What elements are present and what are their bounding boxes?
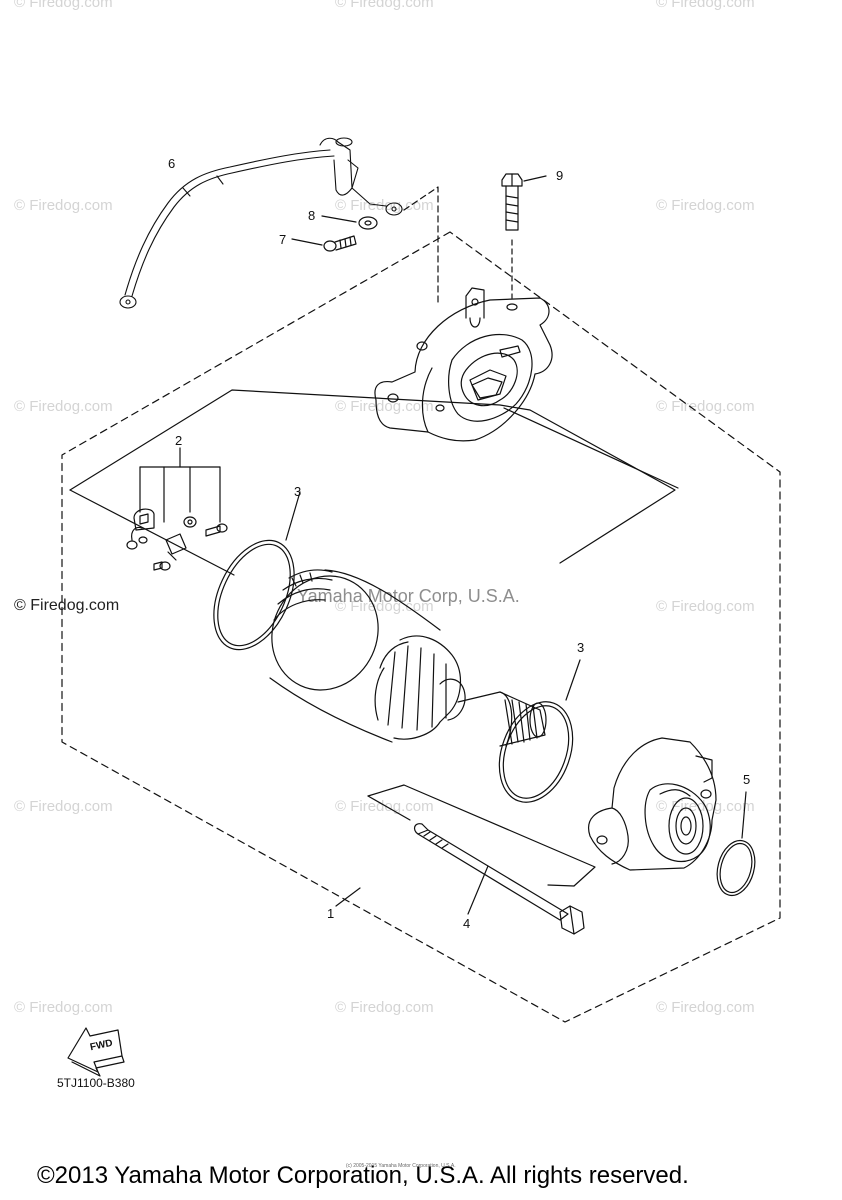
watermark: © Firedog.com — [335, 398, 434, 415]
callout-3-upper: 3 — [294, 484, 302, 499]
callout-8: 8 — [308, 208, 316, 223]
callout-1: 1 — [327, 906, 335, 921]
watermark: © Firedog.com — [335, 0, 434, 11]
assembly-outline — [61, 231, 781, 1023]
watermark: © Firedog.com — [656, 197, 755, 214]
leader-1 — [335, 887, 361, 907]
screw-7 — [291, 235, 357, 252]
starter-yoke — [269, 569, 547, 747]
tiny-notice: (c) 2005-2015 Yamaha Motor Corporation, … — [346, 1163, 456, 1169]
o-ring-upper — [213, 491, 301, 651]
watermark: © Firedog.com — [656, 999, 755, 1016]
callout-7: 7 — [279, 232, 287, 247]
o-ring-lower — [498, 659, 581, 803]
bolt-group-outline — [367, 784, 596, 887]
callout-9: 9 — [556, 168, 564, 183]
callout-4: 4 — [463, 916, 471, 931]
watermark: © Firedog.com — [14, 798, 113, 815]
rear-housing — [374, 287, 553, 442]
center-watermark: Yamaha Motor Corp, U.S.A. — [297, 586, 520, 606]
through-bolt-4 — [413, 823, 585, 935]
watermark: © Firedog.com — [14, 398, 113, 415]
washer-8 — [321, 215, 378, 230]
watermark: © Firedog.com — [335, 999, 434, 1016]
watermark: © Firedog.com — [14, 197, 113, 214]
lead-wire — [119, 137, 403, 309]
watermark: © Firedog.com — [656, 0, 755, 11]
watermark: © Firedog.com — [14, 999, 113, 1016]
watermark: © Firedog.com — [656, 598, 755, 615]
watermark: © Firedog.com — [14, 0, 113, 11]
fwd-arrow-icon — [67, 1027, 125, 1077]
front-cover — [588, 737, 717, 871]
watermark: © Firedog.com — [656, 398, 755, 415]
watermark: © Firedog.com — [335, 798, 434, 815]
main-watermark: © Firedog.com — [14, 597, 120, 614]
bolt-9 — [501, 173, 547, 231]
o-ring-5 — [716, 791, 756, 897]
copyright-footer: ©2013 Yamaha Motor Corporation, U.S.A. A… — [37, 1162, 689, 1189]
callout-3-lower: 3 — [577, 640, 585, 655]
brush-parts — [126, 447, 228, 571]
diagram-code: 5TJ1100-B380 — [57, 1076, 135, 1090]
callout-6: 6 — [168, 156, 176, 171]
brush-group-outline — [69, 389, 676, 564]
callout-5: 5 — [743, 772, 751, 787]
callout-2: 2 — [175, 433, 183, 448]
lead-guide-line — [403, 186, 439, 306]
watermark: © Firedog.com — [335, 598, 434, 615]
